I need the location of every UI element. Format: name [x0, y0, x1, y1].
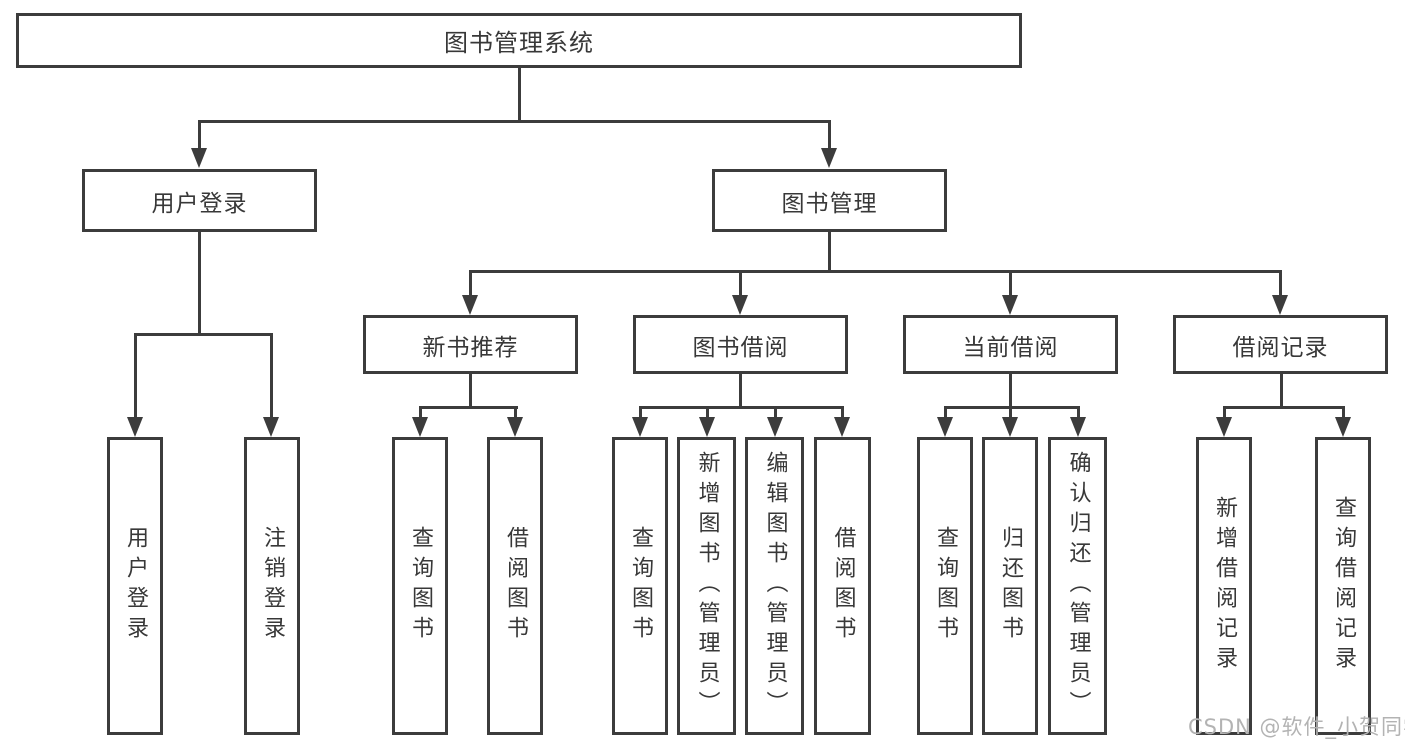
leaf-label: 查询图书 [933, 526, 958, 646]
arrowhead [1070, 417, 1086, 437]
connector-line [270, 333, 273, 419]
leaf-logout: 注销登录 [244, 437, 300, 735]
connector-line [518, 66, 521, 122]
arrowhead [699, 417, 715, 437]
arrowhead [1335, 417, 1351, 437]
node-book-management-label: 图书管理 [781, 190, 878, 217]
arrowhead [507, 417, 523, 437]
node-user-login-label: 用户登录 [151, 190, 248, 217]
arrowhead [462, 295, 478, 315]
leaf-label: 注销登录 [260, 526, 285, 646]
arrowhead [821, 148, 837, 168]
leaf-add-books-admin: 新增图书（管理员） [677, 437, 736, 735]
leaf-label: 查询图书 [408, 526, 433, 646]
arrowhead [263, 417, 279, 437]
node-borrow-records: 借阅记录 [1173, 315, 1388, 374]
connector-line [1279, 270, 1282, 297]
leaf-user-login: 用户登录 [107, 437, 163, 735]
connector-line [739, 270, 742, 297]
connector-line [419, 406, 422, 419]
leaf-confirm-return-admin: 确认归还（管理员） [1048, 437, 1107, 735]
connector-line [198, 120, 831, 123]
connector-line [841, 406, 844, 419]
leaf-query-books-recommend: 查询图书 [392, 437, 448, 735]
csdn-watermark: CSDN @软件_小贺同学 [1188, 715, 1405, 739]
connector-line [1009, 406, 1012, 419]
leaf-label: 借阅图书 [503, 526, 528, 646]
node-root-label: 图书管理系统 [444, 29, 594, 57]
arrowhead [937, 417, 953, 437]
connector-line [774, 406, 777, 419]
connector-line [828, 231, 831, 272]
connector-line [639, 406, 642, 419]
connector-line [1342, 406, 1345, 419]
leaf-label: 归还图书 [998, 526, 1023, 646]
connector-line [1223, 406, 1344, 409]
connector-line [134, 333, 137, 419]
leaf-query-books-borrow: 查询图书 [612, 437, 668, 735]
node-book-borrow-label: 图书借阅 [692, 334, 789, 361]
arrowhead [732, 295, 748, 315]
connector-line [1077, 406, 1080, 419]
connector-line [828, 120, 831, 150]
connector-line [1223, 406, 1226, 419]
arrowhead [127, 417, 143, 437]
connector-line [198, 120, 201, 150]
leaf-label: 用户登录 [123, 526, 148, 646]
connector-line [469, 270, 472, 297]
node-book-management: 图书管理 [712, 169, 947, 232]
node-borrow-records-label: 借阅记录 [1232, 334, 1329, 361]
node-root: 图书管理系统 [16, 13, 1022, 68]
arrowhead [1216, 417, 1232, 437]
leaf-label: 查询图书 [628, 526, 653, 646]
connector-line [419, 406, 518, 409]
node-user-login: 用户登录 [82, 169, 317, 232]
leaf-query-borrow-record: 查询借阅记录 [1315, 437, 1371, 735]
leaf-label: 编辑图书（管理员） [762, 451, 788, 721]
connector-line [134, 333, 273, 336]
connector-line [469, 270, 1282, 273]
node-new-book-recommend: 新书推荐 [363, 315, 578, 374]
node-new-book-recommend-label: 新书推荐 [422, 334, 519, 361]
connector-line [706, 406, 709, 419]
connector-line [739, 373, 742, 409]
leaf-query-books-current: 查询图书 [917, 437, 973, 735]
arrowhead [1002, 417, 1018, 437]
leaf-add-borrow-record: 新增借阅记录 [1196, 437, 1252, 735]
arrowhead [412, 417, 428, 437]
connector-line [1009, 270, 1012, 297]
arrowhead [632, 417, 648, 437]
connector-line [1009, 373, 1012, 409]
node-book-borrow: 图书借阅 [633, 315, 848, 374]
connector-line [639, 406, 843, 409]
leaf-label: 新增借阅记录 [1212, 496, 1237, 676]
arrowhead [767, 417, 783, 437]
leaf-label: 借阅图书 [830, 526, 856, 646]
leaf-borrow-books-recommend: 借阅图书 [487, 437, 543, 735]
arrowhead [1272, 295, 1288, 315]
node-current-borrow-label: 当前借阅 [962, 334, 1059, 361]
leaf-label: 查询借阅记录 [1331, 496, 1356, 676]
leaf-label: 确认归还（管理员） [1065, 451, 1091, 721]
leaf-edit-books-admin: 编辑图书（管理员） [745, 437, 804, 735]
leaf-return-books: 归还图书 [982, 437, 1038, 735]
arrowhead [191, 148, 207, 168]
arrowhead [834, 417, 850, 437]
node-current-borrow: 当前借阅 [903, 315, 1118, 374]
leaf-borrow-books: 借阅图书 [814, 437, 871, 735]
arrowhead [1002, 295, 1018, 315]
connector-line [469, 373, 472, 409]
connector-line [198, 231, 201, 335]
leaf-label: 新增图书（管理员） [694, 451, 720, 721]
connector-line [944, 406, 947, 419]
connector-line [514, 406, 517, 419]
connector-line [1280, 373, 1283, 409]
